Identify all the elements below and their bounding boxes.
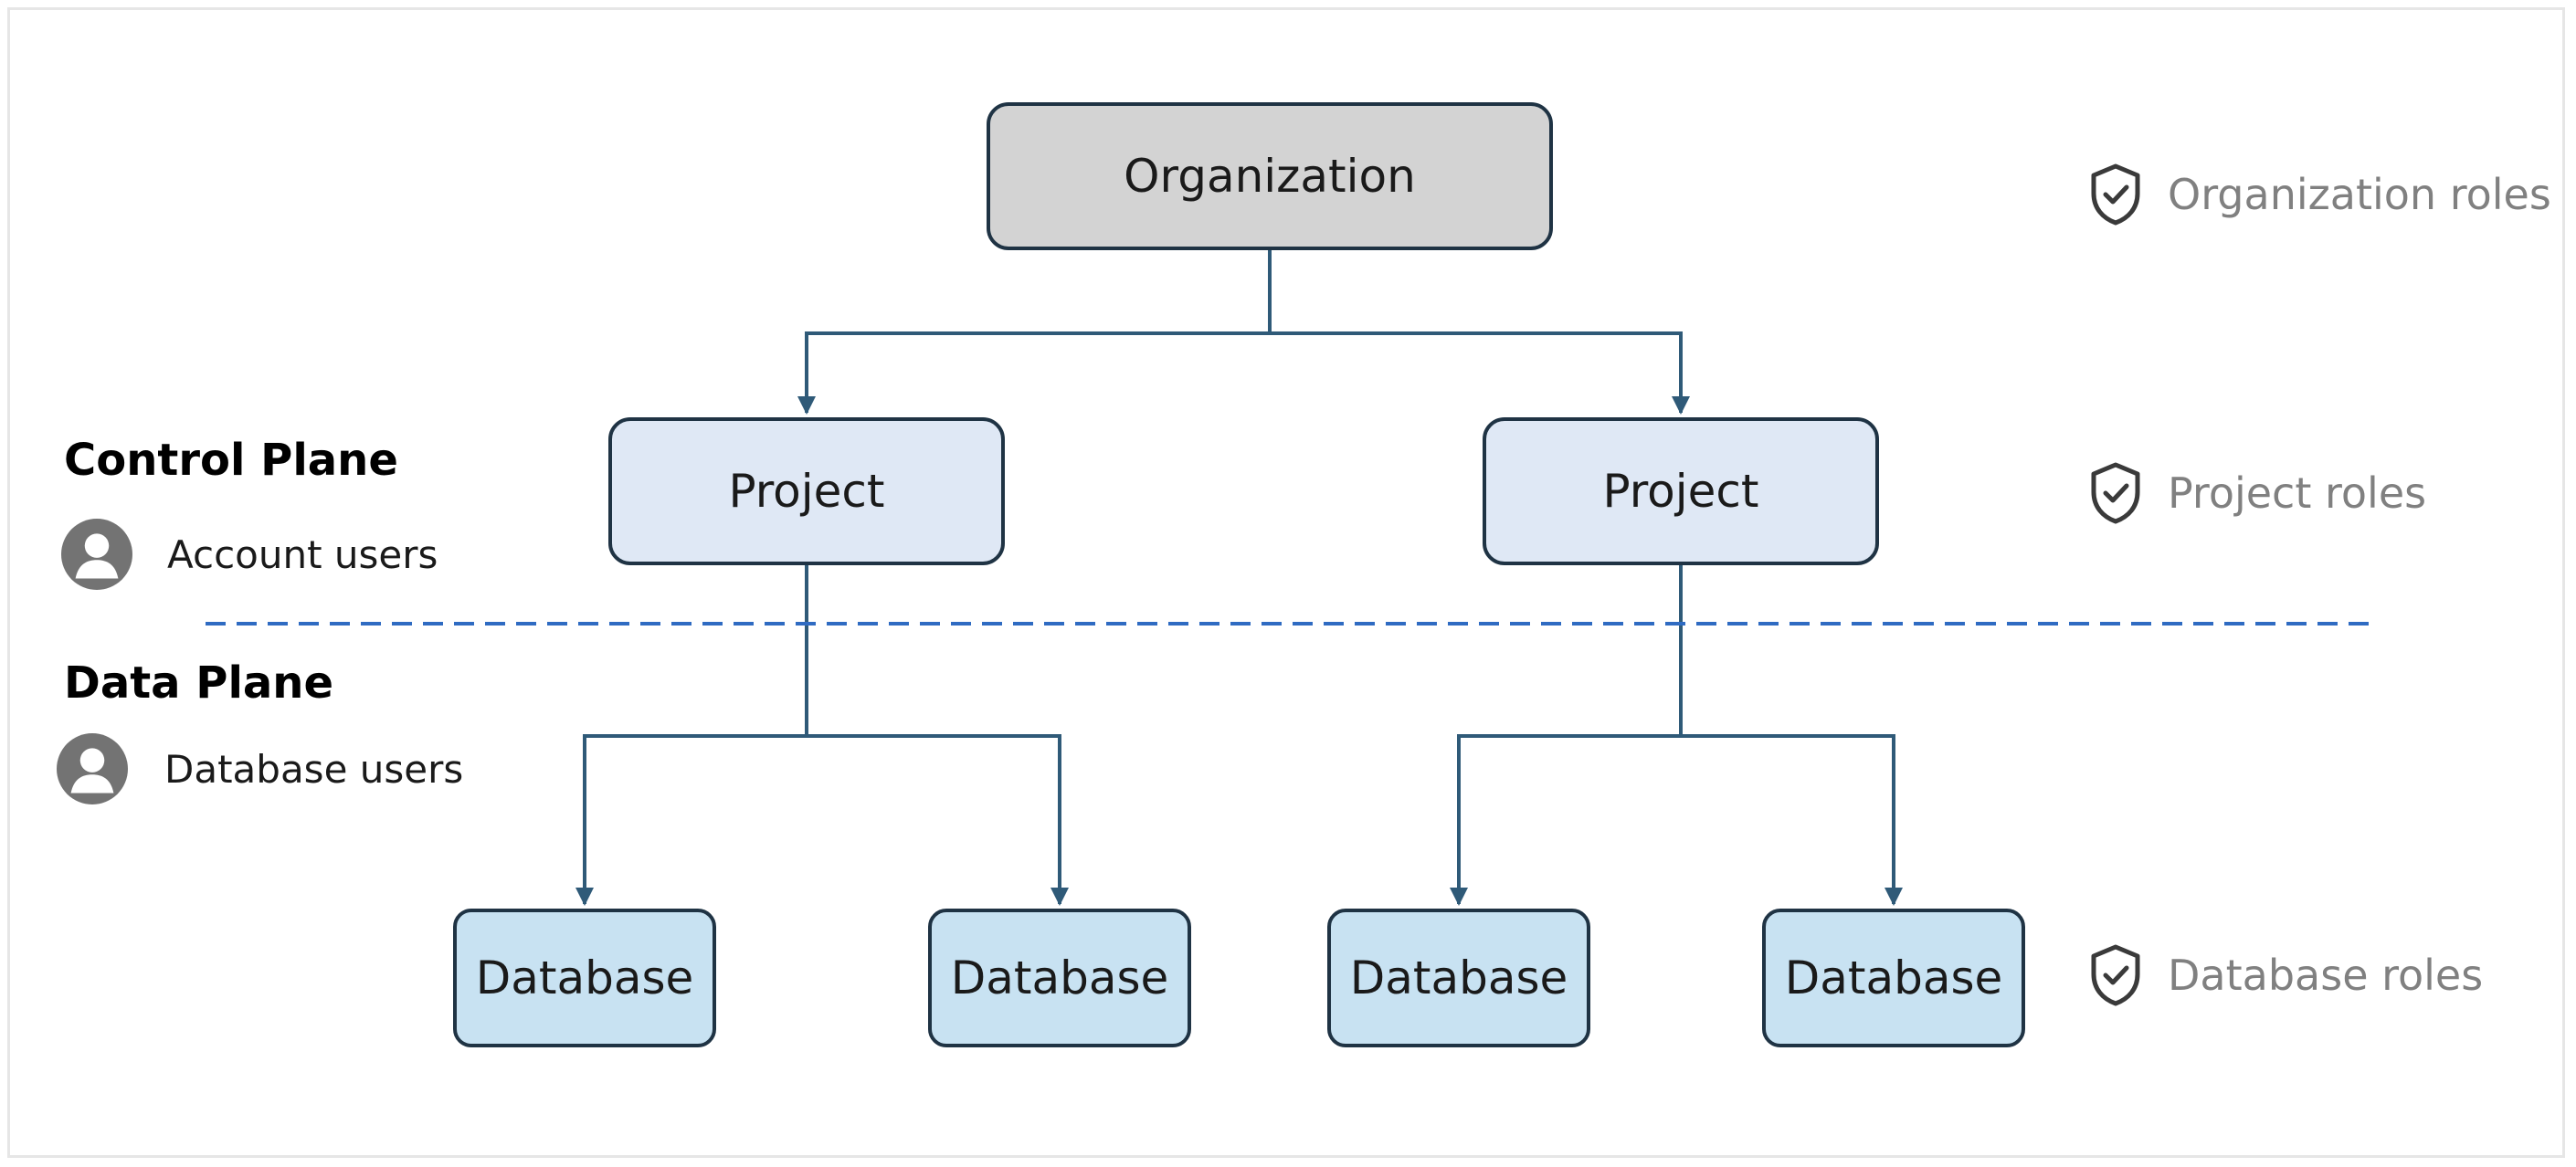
connector-org-to-project-right	[1270, 331, 1690, 415]
account-users-legend: Account users	[61, 519, 438, 590]
project-node: Project	[608, 417, 1005, 565]
project-roles-label: Project roles	[2168, 468, 2427, 518]
diagram-frame	[7, 7, 2565, 1158]
database-node-label: Database	[475, 951, 694, 1004]
organization-node: Organization	[987, 102, 1553, 250]
user-avatar-icon	[61, 519, 132, 590]
data-plane-title: Data Plane	[64, 657, 334, 709]
shield-check-icon	[2091, 163, 2140, 226]
database-node: Database	[1327, 909, 1590, 1047]
organization-node-label: Organization	[1124, 150, 1416, 203]
database-node-label: Database	[1784, 951, 2003, 1004]
project-node: Project	[1483, 417, 1879, 565]
shield-check-icon	[2091, 462, 2140, 524]
connector-org-to-project-left	[797, 250, 1272, 415]
database-users-legend: Database users	[57, 733, 463, 804]
connector-project2-to-db3	[1450, 565, 1683, 906]
project-node-label: Project	[728, 465, 885, 518]
connector-project2-to-db4	[1681, 734, 1903, 906]
organization-roles-label: Organization roles	[2168, 170, 2551, 219]
database-node-label: Database	[950, 951, 1169, 1004]
database-node: Database	[1762, 909, 2025, 1047]
shield-check-icon	[2091, 944, 2140, 1006]
account-users-label: Account users	[167, 531, 438, 577]
organization-roles-legend: Organization roles	[2087, 163, 2551, 226]
project-node-label: Project	[1602, 465, 1759, 518]
control-plane-title: Control Plane	[64, 435, 398, 486]
user-avatar-icon	[57, 733, 128, 804]
database-roles-legend: Database roles	[2087, 943, 2483, 1007]
database-node: Database	[453, 909, 716, 1047]
database-node-label: Database	[1349, 951, 1568, 1004]
database-users-label: Database users	[164, 746, 464, 792]
database-node: Database	[928, 909, 1191, 1047]
connector-project1-to-db2	[807, 734, 1069, 906]
project-roles-legend: Project roles	[2087, 461, 2426, 525]
database-roles-label: Database roles	[2168, 951, 2484, 1000]
connector-project1-to-db1	[575, 565, 808, 906]
